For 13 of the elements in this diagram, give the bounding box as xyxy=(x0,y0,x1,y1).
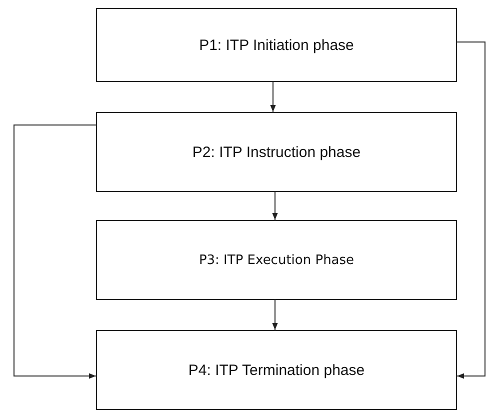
process-box xyxy=(96,330,457,410)
arrow xyxy=(270,82,276,112)
arrow xyxy=(14,124,96,379)
box-label: P1: ITP Initiation phase xyxy=(199,36,354,54)
process-box xyxy=(96,8,457,82)
arrow xyxy=(456,42,486,379)
box-label: P4: ITP Termination phase xyxy=(188,362,365,378)
arrow xyxy=(272,192,278,220)
process-box xyxy=(96,112,457,192)
box-label: P2: ITP Instruction phase xyxy=(192,144,361,160)
box-label: P3: ITP Execution Phase xyxy=(198,252,354,268)
process-box xyxy=(96,220,457,300)
arrow xyxy=(272,300,278,330)
